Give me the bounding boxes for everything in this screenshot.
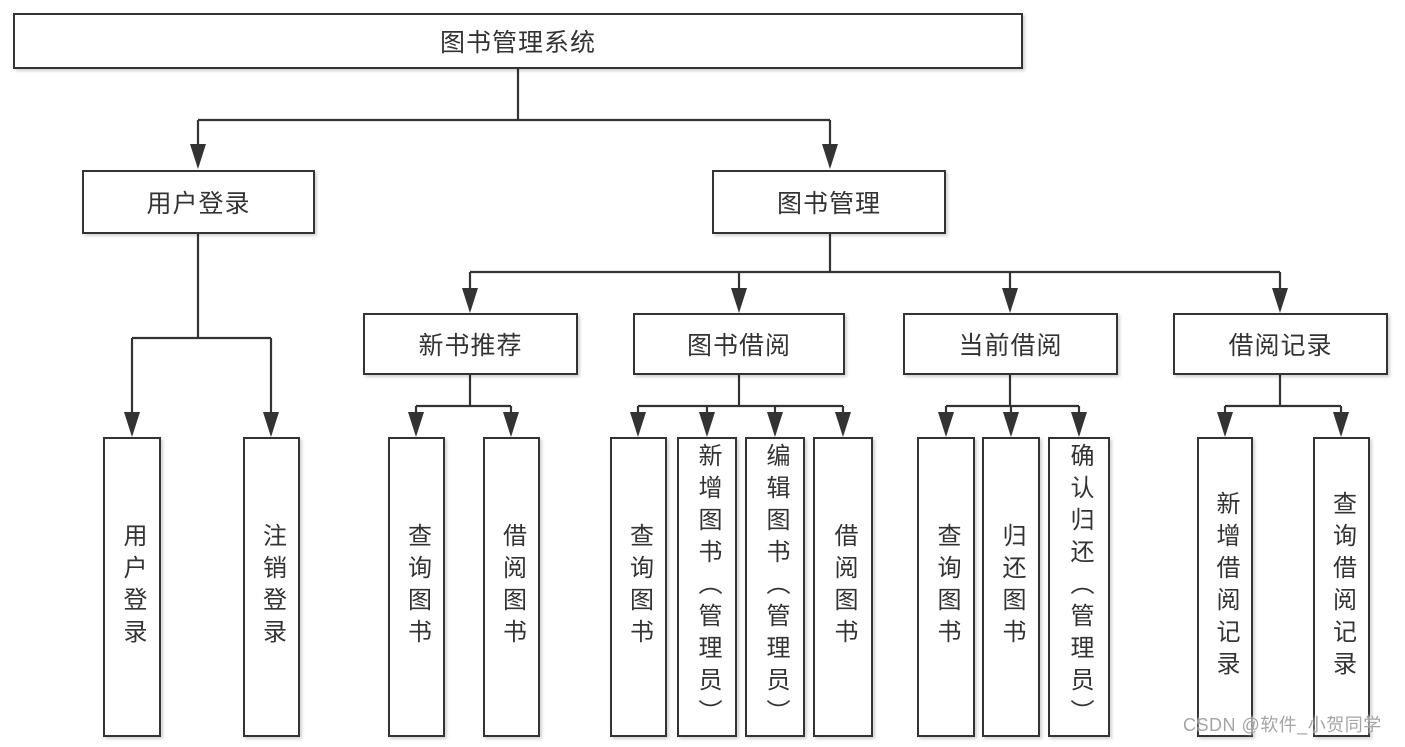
leaf-add-books-admin: 新增图书（管理员） — [677, 437, 737, 737]
node-book-management: 图书管理 — [712, 170, 946, 234]
connector-edges — [130, 69, 1343, 434]
node-book-borrowing: 图书借阅 — [633, 313, 845, 375]
node-library-management-system: 图书管理系统 — [13, 13, 1023, 69]
leaf-query-books-recommend: 查询图书 — [388, 437, 445, 737]
leaf-borrow-books-recommend: 借阅图书 — [483, 437, 540, 737]
leaf-logout: 注销登录 — [243, 437, 300, 737]
leaf-add-borrow-record: 新增借阅记录 — [1197, 437, 1253, 737]
node-current-borrowing: 当前借阅 — [903, 313, 1118, 375]
leaf-confirm-return-admin: 确认归还（管理员） — [1048, 437, 1110, 737]
leaf-edit-books-admin: 编辑图书（管理员） — [745, 437, 805, 737]
leaf-query-books-borrow: 查询图书 — [610, 437, 667, 737]
node-new-book-recommend: 新书推荐 — [363, 313, 578, 375]
csdn-watermark: CSDN @软件_小贺同学 — [1183, 715, 1382, 735]
leaf-borrow-books: 借阅图书 — [813, 437, 873, 737]
leaf-user-login: 用户登录 — [103, 437, 161, 737]
node-user-login: 用户登录 — [82, 170, 315, 234]
leaf-query-borrow-record: 查询借阅记录 — [1313, 437, 1370, 737]
leaf-query-books-current: 查询图书 — [917, 437, 975, 737]
node-borrowing-records: 借阅记录 — [1173, 313, 1388, 375]
connector-arrowheads — [124, 144, 1349, 437]
leaf-return-books: 归还图书 — [982, 437, 1040, 737]
